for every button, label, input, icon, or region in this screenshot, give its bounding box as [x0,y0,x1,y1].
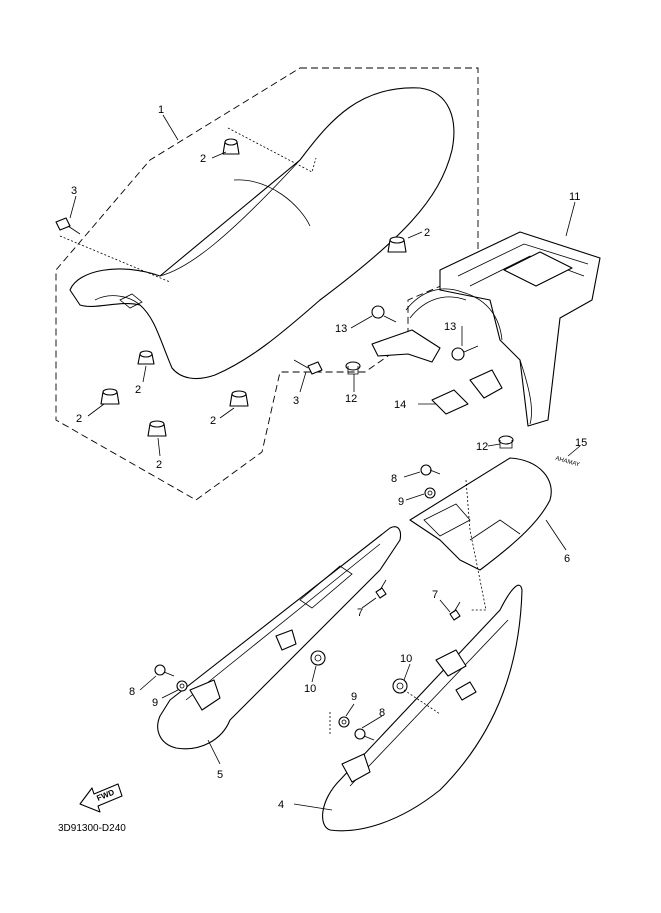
callout-10: 10 [304,683,316,695]
callout-8: 8 [379,707,385,719]
damper-14 [431,389,469,415]
bracket-right [469,369,503,399]
callout-14: 14 [394,399,406,411]
callout-2: 2 [210,415,216,427]
cushion-2-top [222,138,240,155]
callout-7: 7 [357,607,363,619]
callout-2: 2 [76,413,82,425]
carrier [405,231,601,427]
callout-4: 4 [278,799,284,811]
grommet-12-b [498,435,514,449]
callout-1: 1 [158,104,164,116]
callout-9: 9 [398,496,404,508]
grommet-10-left [310,650,326,666]
callout-7: 7 [432,589,438,601]
cushion-2-a [137,350,155,365]
washer-9-left [176,680,188,692]
bolt-3-left [55,217,81,235]
bracket-left [371,329,441,363]
assembly-guide-line [403,689,441,715]
bolt-7-left [375,579,387,599]
washer-9-top [424,487,436,499]
callout-12: 12 [476,441,488,453]
bolt-8-top [420,464,441,476]
side-cover-right [322,584,523,832]
callout-11: 11 [569,191,580,203]
callout-2: 2 [135,384,141,396]
callout-15: 15 [575,437,587,449]
bolt-13-right [451,345,479,361]
yamaha-mark: AHAMAY [555,456,581,469]
callout-3: 3 [293,395,299,407]
tail-cover [409,457,552,571]
diagram-code: 3D91300-D240 [58,823,126,834]
callout-13: 13 [444,321,456,333]
callout-2: 2 [156,459,162,471]
seat [59,87,455,380]
side-cover-left [157,526,402,750]
callout-3: 3 [71,185,77,197]
callout-12: 12 [345,393,357,405]
bolt-8-left [154,664,175,677]
bolt-3-right [293,359,323,375]
cushion-2-b [100,388,120,405]
assembly-guide-line [465,479,487,611]
callout-10: 10 [400,653,412,665]
washer-9-right [338,716,350,728]
callout-13: 13 [335,323,347,335]
bolt-13-left [371,305,397,323]
callout-9: 9 [152,697,158,709]
grommet-10-right [392,678,408,694]
leader-lines [69,114,581,811]
callout-6: 6 [564,553,570,565]
grommet-12-a [345,361,361,375]
callout-8: 8 [129,686,135,698]
callout-2: 2 [424,227,430,239]
callout-5: 5 [217,769,223,781]
bolt-8-right [354,728,375,741]
callout-8: 8 [391,473,397,485]
cushion-2-right [387,236,407,253]
cushion-2-c [147,420,167,437]
cushion-2-d [229,390,249,407]
callout-2: 2 [200,153,206,165]
callout-9: 9 [351,691,357,703]
bolt-7-right [449,601,461,621]
forward-arrow-icon: FWD [79,783,123,813]
